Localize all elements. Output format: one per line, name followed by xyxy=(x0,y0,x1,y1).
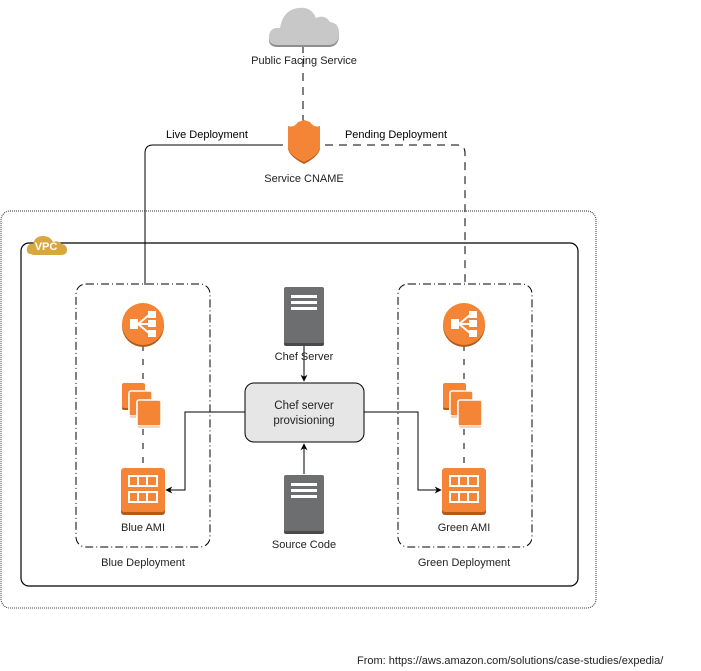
cname-label: Service CNAME xyxy=(264,173,343,185)
chef-server-icon xyxy=(284,287,324,346)
public-service-label: Public Facing Service xyxy=(251,55,357,67)
live-deployment-label: Live Deployment xyxy=(166,129,248,141)
blue-load-balancer-icon xyxy=(121,302,165,348)
green-ec2-instances-icon xyxy=(442,382,483,429)
source-code-label: Source Code xyxy=(272,539,336,551)
chef-provisioning-box xyxy=(244,382,365,443)
source-code-icon xyxy=(284,475,324,534)
pending-deployment-connector xyxy=(325,144,466,285)
vpc-box xyxy=(20,242,579,587)
provisioning-line2: provisioning xyxy=(273,415,334,427)
green-deployment-group xyxy=(397,283,533,548)
blue-ami-label: Blue AMI xyxy=(121,522,165,534)
green-ami-label: Green AMI xyxy=(438,522,491,534)
blue-deployment-label: Blue Deployment xyxy=(101,557,185,569)
green-ami-icon xyxy=(441,467,487,516)
source-attribution: From: https://aws.amazon.com/solutions/c… xyxy=(357,655,664,667)
live-deployment-connector xyxy=(144,144,283,285)
chef-server-label: Chef Server xyxy=(275,351,334,363)
vpc-cloud-icon: VPC xyxy=(26,236,67,255)
cloud-icon xyxy=(268,7,339,47)
blue-deployment-group xyxy=(75,283,211,548)
blue-ec2-instances-icon xyxy=(121,382,162,429)
green-deployment-label: Green Deployment xyxy=(418,557,510,569)
account-boundary xyxy=(0,210,597,609)
provisioning-to-blue-ami-arrow xyxy=(165,411,245,494)
route53-shield-icon xyxy=(288,120,320,164)
vpc-label: VPC xyxy=(35,241,58,253)
pending-deployment-label: Pending Deployment xyxy=(345,129,447,141)
provisioning-to-green-ami-arrow xyxy=(364,411,442,494)
green-load-balancer-icon xyxy=(442,302,486,348)
blue-ami-icon xyxy=(120,467,166,516)
provisioning-line1: Chef server xyxy=(274,400,334,412)
